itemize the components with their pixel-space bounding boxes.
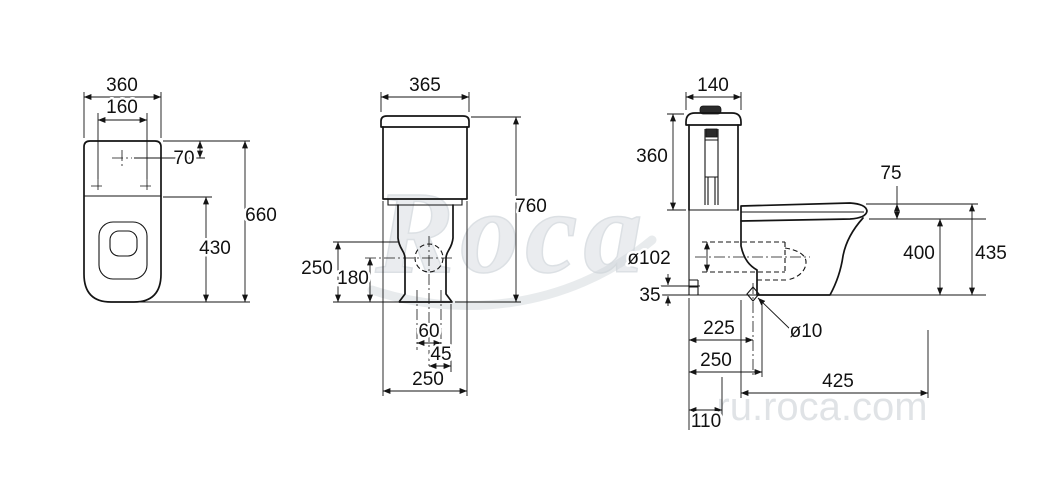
hidden-trap-lines	[702, 241, 807, 281]
dim-label-outlet-diameter: ø102	[627, 248, 670, 269]
dim-label-outlet-distance: 225	[703, 318, 735, 339]
brand-watermark: Roca	[374, 167, 648, 298]
dim-label-tank-outlet-height: 180	[337, 268, 369, 289]
side-extension-lines	[660, 92, 986, 430]
dim-label-front-hinge-spacing: 160	[106, 97, 138, 118]
inlet-detail	[689, 279, 699, 295]
dim-label-tank-left-height: 250	[301, 258, 333, 279]
front-centerline-crosses	[91, 150, 154, 193]
side-view-group: 140 360 75 400 435 ø102 35 225 ø10 250 4…	[625, 73, 1010, 435]
front-outline	[83, 140, 162, 303]
dim-label-tank-width: 365	[409, 75, 441, 96]
side-dimension-lines	[665, 94, 975, 413]
dim-label-side-tank-height: 360	[636, 146, 668, 167]
tank-body-outline	[382, 126, 468, 200]
dim-label-inlet-distance: 250	[700, 350, 732, 371]
flush-button	[699, 105, 722, 115]
tank-lid-outline	[380, 115, 470, 128]
dim-label-side-total-height: 435	[975, 243, 1007, 264]
dim-label-tank-offset: 45	[430, 344, 451, 365]
dim-label-front-overall-width: 360	[106, 75, 138, 96]
tank-dimension-lines	[335, 94, 519, 394]
dim-label-side-tank-depth: 140	[697, 75, 729, 96]
side-bowl-outline	[740, 217, 864, 296]
dim-label-side-lid-height: 75	[880, 163, 901, 184]
dim-label-inlet-height: 35	[639, 285, 660, 306]
side-tank-outline	[688, 124, 739, 211]
side-lid-outline	[685, 112, 742, 126]
watermark-group: Roca ru.roca.com	[367, 166, 928, 429]
brand-swoosh	[367, 235, 657, 310]
dim-label-wall-distance: 110	[691, 411, 721, 432]
dim-label-side-rim-height: 400	[903, 243, 935, 264]
tank-step-line	[387, 199, 463, 206]
pedestal-outline	[397, 204, 454, 303]
front-view-group: 360 160 70 430 660	[83, 73, 279, 303]
seat-cover-outline	[740, 202, 868, 222]
dim-label-tank-base-width: 250	[412, 369, 444, 390]
flush-valve-internals	[704, 129, 719, 205]
side-centerlines	[695, 256, 810, 377]
flush-rod-detail	[705, 128, 718, 138]
fixing-hole-diamond	[746, 286, 760, 302]
dim-label-fixing-diameter: ø10	[790, 321, 823, 342]
dim-label-front-overall-height: 660	[245, 205, 277, 226]
front-bowl-opening	[109, 230, 138, 257]
front-extension-lines	[83, 92, 250, 303]
dim-label-tank-bolt-spacing: 60	[418, 321, 439, 342]
dim-label-front-seat-height: 430	[199, 238, 231, 259]
dim-label-total-depth: 425	[822, 371, 854, 392]
tank-view-group: 365 760 250 180 60 45 250	[299, 73, 549, 396]
front-dimension-lines	[83, 94, 248, 303]
dim-label-front-top-offset: 70	[173, 148, 194, 169]
tank-extension-lines	[333, 92, 521, 396]
front-seat-outline	[98, 221, 148, 280]
tank-centerlines	[365, 236, 452, 375]
dim-label-tank-height: 760	[515, 196, 547, 217]
